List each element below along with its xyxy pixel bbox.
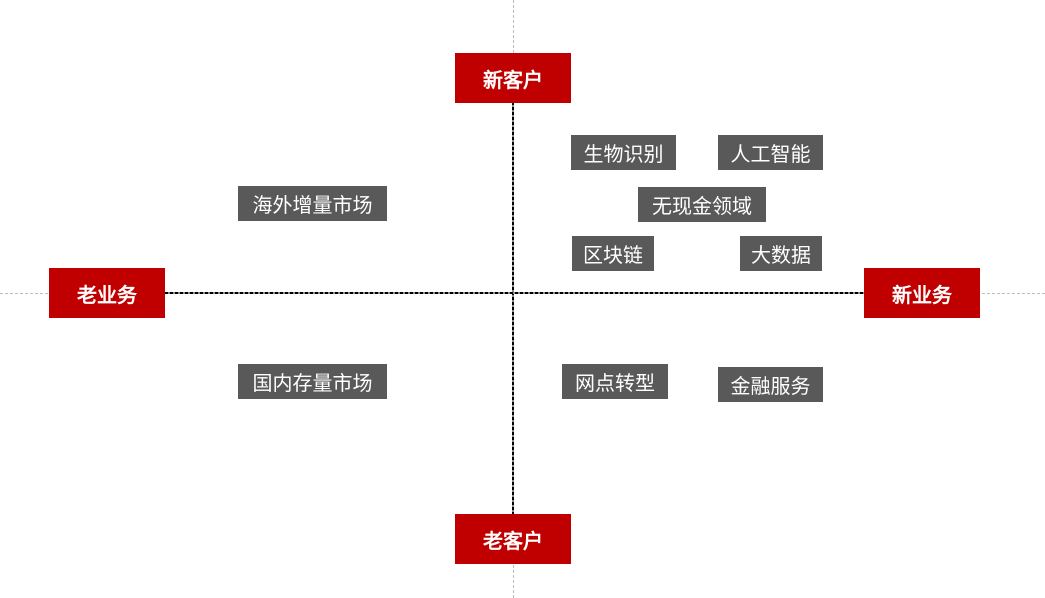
tag-cashless: 无现金领域 xyxy=(638,187,766,222)
vertical-axis xyxy=(512,100,514,516)
tag-biometrics: 生物识别 xyxy=(571,135,676,170)
tag-overseas-market: 海外增量市场 xyxy=(238,186,387,221)
tag-financial-services: 金融服务 xyxy=(718,367,823,402)
tag-domestic-market: 国内存量市场 xyxy=(238,364,387,399)
tag-branch-transform: 网点转型 xyxy=(562,364,668,399)
tag-big-data: 大数据 xyxy=(740,236,822,271)
horizontal-axis xyxy=(163,292,865,294)
axis-label-top: 新客户 xyxy=(455,53,571,103)
axis-label-bottom: 老客户 xyxy=(455,514,571,564)
axis-label-right: 新业务 xyxy=(864,268,980,318)
axis-label-left: 老业务 xyxy=(49,268,165,318)
tag-blockchain: 区块链 xyxy=(572,236,654,271)
tag-ai: 人工智能 xyxy=(718,135,823,170)
